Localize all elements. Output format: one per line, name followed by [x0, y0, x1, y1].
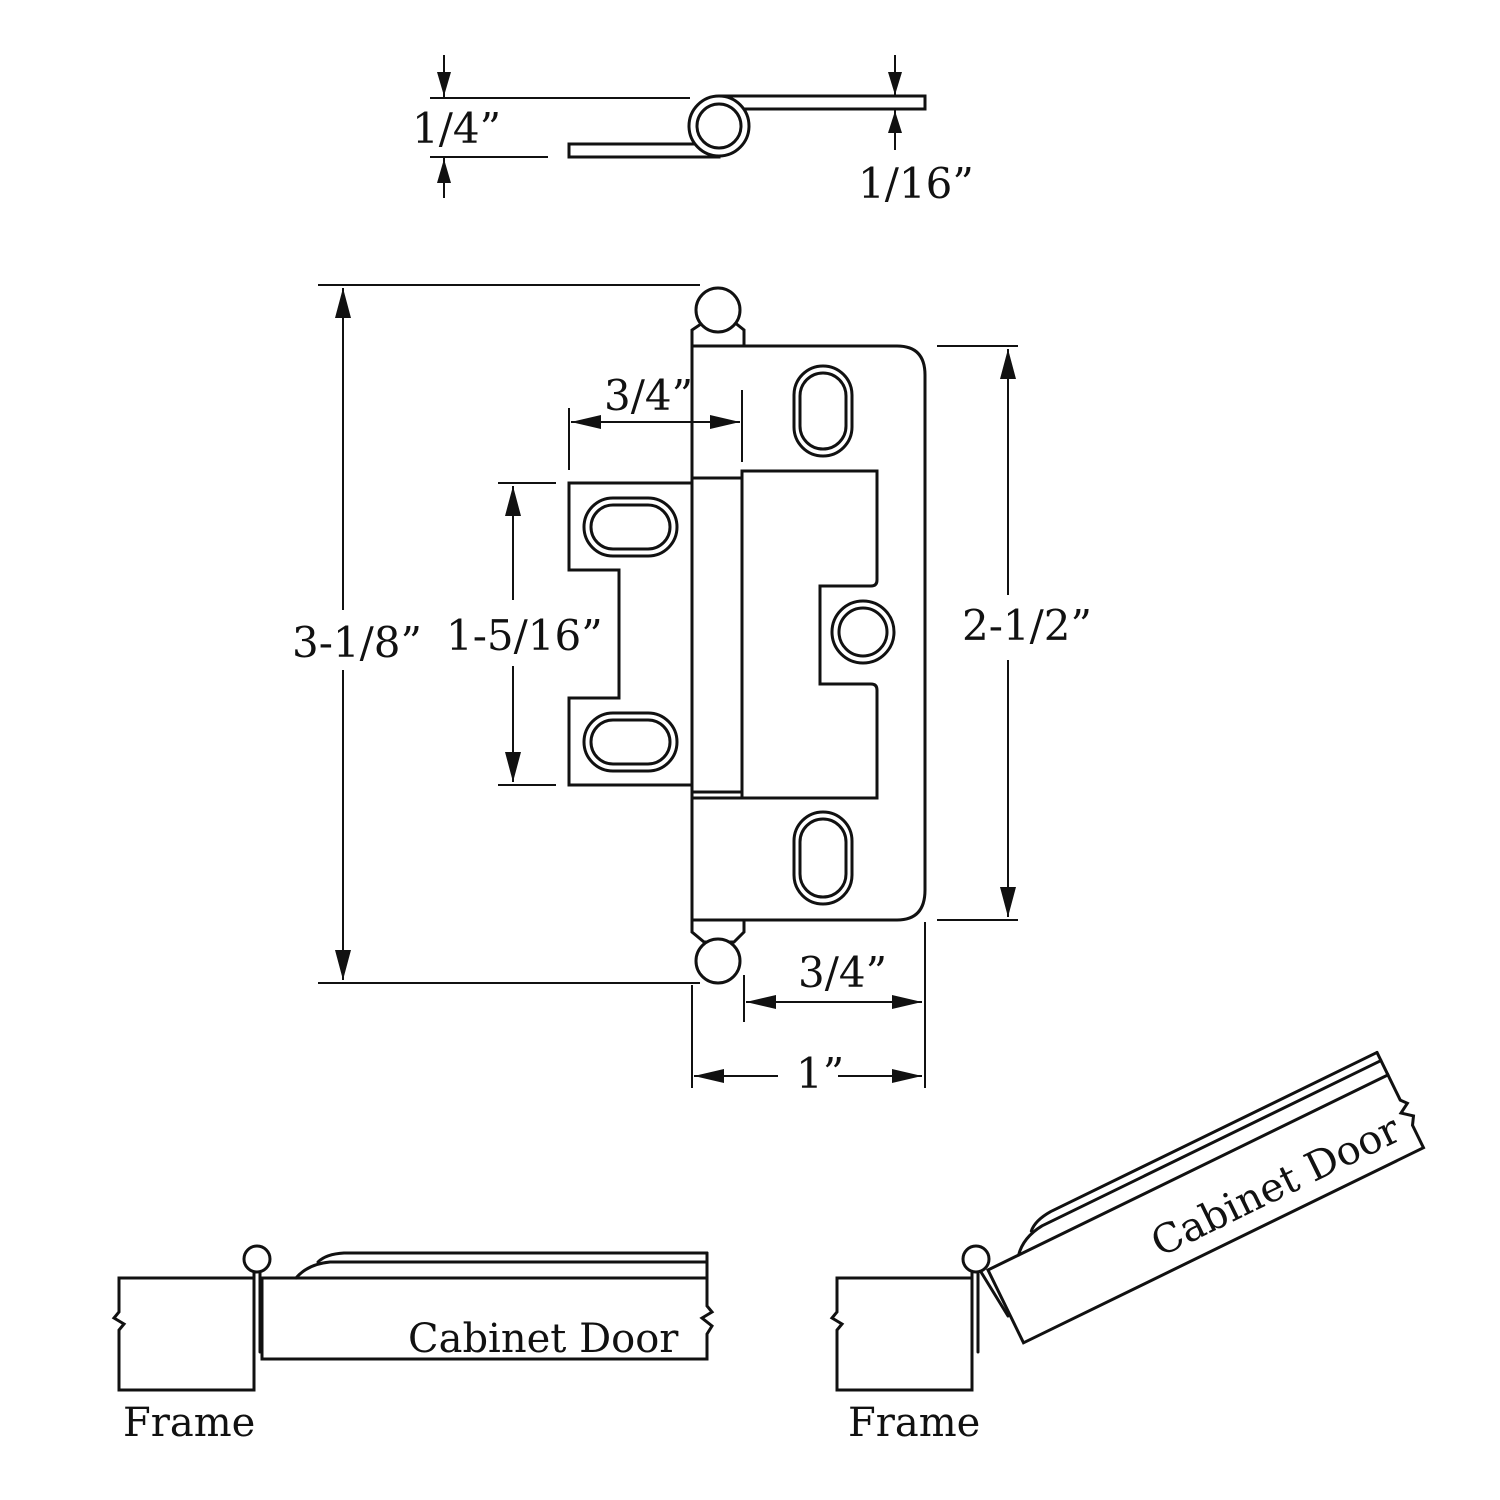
- screw-slot: [792, 364, 854, 458]
- dim-overall-height-label: 3-1/8”: [292, 618, 422, 667]
- finial-ball-top: [694, 286, 742, 334]
- front-view: 3-1/8” 3/4”: [292, 284, 1092, 1098]
- arrow-left-icon: [694, 1069, 724, 1083]
- arrow-left-icon: [571, 415, 601, 429]
- dim-small-leaf-height-label: 1-5/16”: [446, 611, 603, 660]
- arrow-up-icon: [335, 288, 351, 318]
- small-leaf: [567, 481, 694, 787]
- screw-slot-inner: [798, 817, 848, 899]
- hinge-leaf-upper: [718, 94, 927, 111]
- finial-ball-bottom: [694, 937, 742, 985]
- screw-slot-inner: [589, 503, 672, 551]
- screw-slot: [582, 496, 679, 558]
- open-view: Cabinet Door Frame: [829, 1050, 1426, 1446]
- door-molding: [316, 1251, 709, 1264]
- dim-leaf-label: 1/16”: [858, 159, 974, 208]
- frame: [111, 1276, 256, 1392]
- knuckle-inner: [695, 102, 743, 150]
- arrow-down-icon: [1000, 887, 1016, 917]
- arrow-left-icon: [746, 995, 776, 1009]
- frame-label: Frame: [848, 1400, 980, 1446]
- knuckle-middle: [690, 476, 744, 800]
- screw-slot: [792, 810, 854, 906]
- screw-hole-outer: [830, 599, 896, 665]
- arrow-up-icon: [1000, 349, 1016, 379]
- door-molding-edge: [1375, 1050, 1390, 1077]
- cabinet-door-rotated: Cabinet Door: [985, 1050, 1426, 1345]
- screw-slot-inner: [798, 371, 848, 451]
- screw-hole-inner: [837, 606, 889, 658]
- arrow-up-icon: [888, 111, 902, 133]
- cabinet-door: [985, 1072, 1426, 1345]
- closed-view: Cabinet Door Frame: [111, 1244, 715, 1446]
- top-view: 1/4” 1/16”: [412, 55, 974, 208]
- dim-total-width-label: 1”: [796, 1049, 844, 1098]
- cabinet-door: [260, 1276, 715, 1361]
- arrow-down-icon: [888, 72, 902, 95]
- door-molding: [1017, 1059, 1383, 1257]
- dim-large-leaf-height-label: 2-1/2”: [962, 601, 1092, 650]
- arrow-down-icon: [335, 950, 351, 980]
- frame-label: Frame: [123, 1400, 255, 1446]
- arrow-right-icon: [710, 415, 740, 429]
- screw-slot: [582, 711, 679, 773]
- dim-thickness-label: 1/4”: [412, 104, 501, 153]
- inner-leaf: [740, 469, 879, 800]
- hinge-knuckle: [242, 1244, 272, 1274]
- hinge-leaf: [979, 1270, 1010, 1318]
- dim-small-leaf-width-label: 3/4”: [604, 371, 693, 420]
- door-molding: [1029, 1050, 1379, 1233]
- arrow-down-icon: [437, 72, 451, 96]
- door-molding: [294, 1260, 709, 1280]
- screw-slot-inner: [589, 718, 672, 766]
- arrow-up-icon: [505, 486, 521, 516]
- frame: [829, 1276, 974, 1392]
- arrow-up-icon: [437, 159, 451, 183]
- hinge-knuckle: [961, 1244, 991, 1274]
- dim-large-leaf-width-label: 3/4”: [798, 948, 887, 997]
- door-label: Cabinet Door: [408, 1316, 679, 1362]
- arrow-down-icon: [505, 752, 521, 782]
- arrow-right-icon: [892, 1069, 922, 1083]
- arrow-right-icon: [892, 995, 922, 1009]
